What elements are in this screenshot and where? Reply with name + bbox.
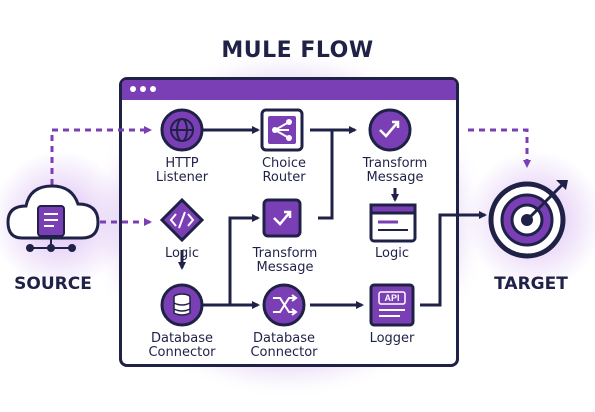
node-label-logic-2: Logic — [375, 246, 409, 261]
branch-icon — [260, 108, 304, 152]
source-to-http-connector — [50, 126, 152, 185]
shuffle-icon — [262, 283, 306, 327]
window-titlebar — [122, 80, 456, 100]
node-label-logger: Logger — [369, 331, 415, 346]
transform-icon — [368, 108, 412, 152]
db-to-transform2-arrow — [202, 214, 260, 307]
window-dot-icon — [140, 86, 146, 92]
database-icon — [160, 283, 204, 327]
globe-icon — [160, 108, 204, 152]
diagram-title: MULE FLOW — [221, 38, 374, 63]
source-label: SOURCE — [14, 274, 92, 294]
choice-to-transform2-line — [318, 130, 334, 220]
api-document-icon: API — [369, 283, 415, 327]
target-arrow-icon — [488, 180, 568, 259]
logger-to-target-arrow — [420, 211, 487, 307]
window-dot-icon — [150, 86, 156, 92]
window-dot-icon — [130, 86, 136, 92]
cloud-document-icon — [6, 184, 100, 252]
flow-arrows — [178, 126, 487, 309]
window-to-target-connector — [468, 128, 531, 168]
svg-text:API: API — [384, 293, 399, 303]
window-code-icon — [369, 203, 417, 243]
node-label-logic: Logic — [165, 246, 199, 261]
transform-icon — [262, 198, 302, 238]
dashed-connectors — [50, 126, 531, 226]
target-label: TARGET — [494, 274, 568, 294]
code-icon — [159, 197, 205, 243]
